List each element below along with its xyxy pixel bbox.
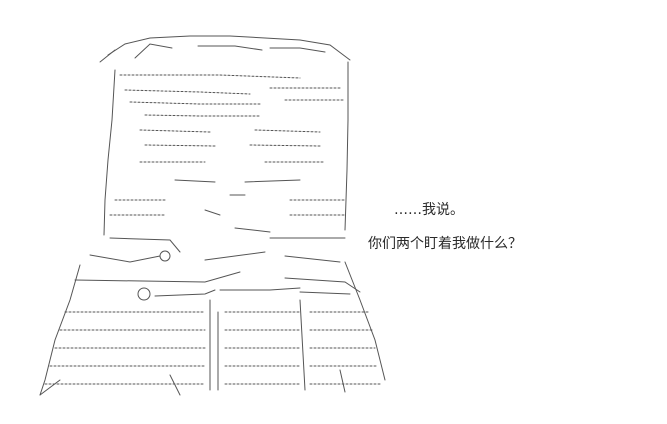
head-outline — [99, 35, 351, 63]
caption-line-1: ……我说。 — [394, 202, 464, 218]
eyes — [139, 129, 326, 163]
torso — [39, 261, 386, 396]
caption-line-2: 你们两个盯着我做什么？ — [368, 236, 522, 252]
face-details — [109, 179, 346, 233]
face-sides — [103, 61, 349, 236]
neck-chin — [89, 237, 346, 263]
hair-strands — [119, 74, 346, 117]
